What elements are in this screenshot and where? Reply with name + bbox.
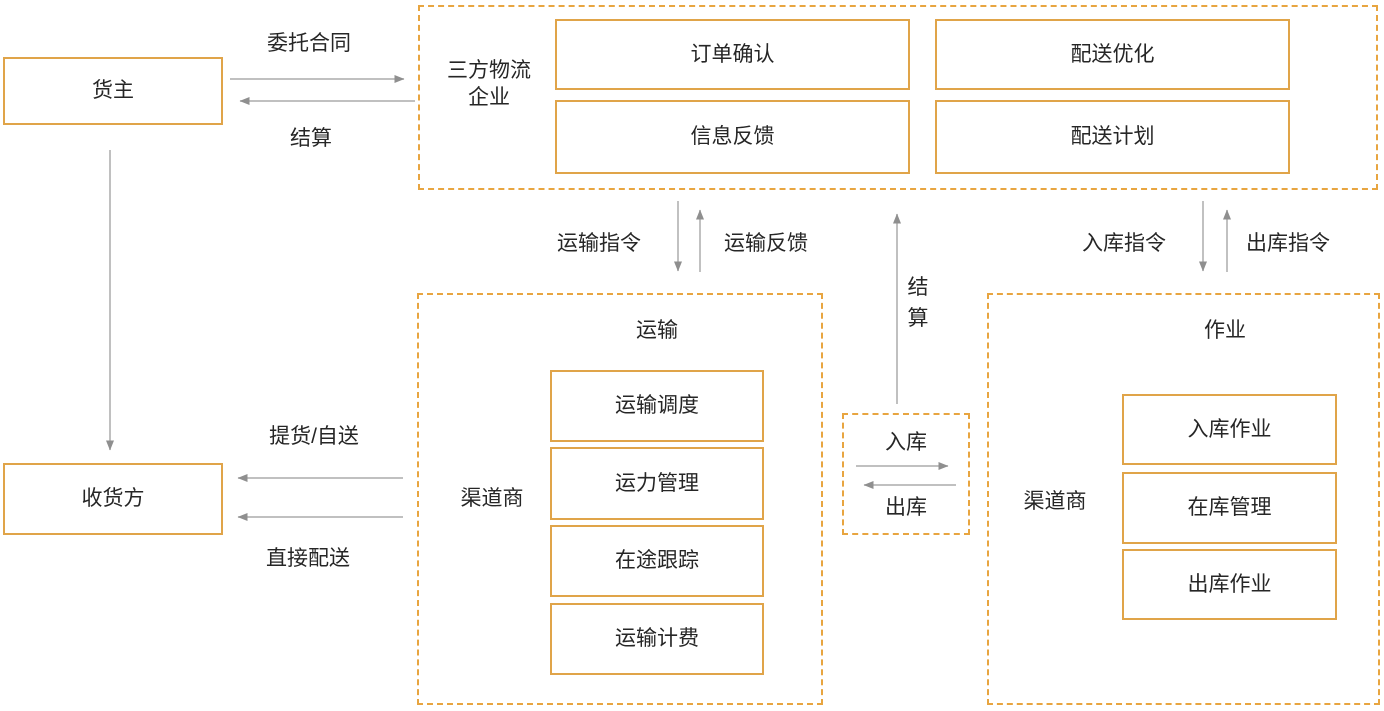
edge-label-direct-delivery: 直接配送 <box>266 547 350 570</box>
container-transport-title: 运输 <box>636 319 678 342</box>
node-shipper: 货主 <box>3 57 223 125</box>
box-capacity-management: 运力管理 <box>550 447 764 520</box>
box-intransit-tracking: 在途跟踪 <box>550 525 764 597</box>
container-warehouse-side-label: 渠道商 <box>1023 490 1087 513</box>
edge-label-settlement: 结算 <box>290 127 332 150</box>
box-transport-dispatch: 运输调度 <box>550 370 764 442</box>
box-instock-management-label: 在库管理 <box>1187 496 1272 520</box>
box-inbound-operation-label: 入库作业 <box>1187 417 1272 441</box>
container-transport: 运输 渠道商 运输调度 运力管理 在途跟踪 运输计费 <box>417 293 823 705</box>
node-consignee-label: 收货方 <box>81 487 145 511</box>
box-order-confirm-label: 订单确认 <box>690 42 775 66</box>
node-consignee: 收货方 <box>3 463 223 535</box>
box-delivery-plan: 配送计划 <box>935 100 1290 174</box>
box-instock-management: 在库管理 <box>1122 472 1337 544</box>
box-transport-billing-label: 运输计费 <box>615 627 699 651</box>
container-3pl-label: 三方物流企业 <box>447 59 531 109</box>
container-transport-side-label: 渠道商 <box>460 487 524 510</box>
edge-label-contract: 委托合同 <box>267 32 351 55</box>
edge-label-transport-order: 运输指令 <box>557 232 641 255</box>
container-io: 入库 出库 <box>842 413 970 535</box>
container-warehouse: 作业 渠道商 入库作业 在库管理 出库作业 <box>987 293 1380 705</box>
box-delivery-optimization: 配送优化 <box>935 19 1290 90</box>
box-order-confirm: 订单确认 <box>555 19 910 90</box>
container-3pl: 三方物流企业 订单确认 信息反馈 配送优化 配送计划 <box>418 5 1378 190</box>
io-outbound-label: 出库 <box>885 496 927 519</box>
edge-label-transport-feedback: 运输反馈 <box>724 232 808 255</box>
edge-label-inbound-order: 入库指令 <box>1082 232 1166 255</box>
box-info-feedback: 信息反馈 <box>555 100 910 174</box>
box-delivery-plan-label: 配送计划 <box>1070 125 1155 149</box>
box-capacity-management-label: 运力管理 <box>615 471 699 495</box>
box-transport-billing: 运输计费 <box>550 603 764 675</box>
box-info-feedback-label: 信息反馈 <box>690 125 775 149</box>
box-delivery-optimization-label: 配送优化 <box>1070 42 1155 66</box>
edge-label-pickup: 提货/自送 <box>269 425 359 448</box>
box-transport-dispatch-label: 运输调度 <box>615 394 699 418</box>
box-outbound-operation-label: 出库作业 <box>1187 572 1272 596</box>
edge-label-settlement-vertical: 结算 <box>907 276 929 330</box>
box-outbound-operation: 出库作业 <box>1122 549 1337 620</box>
node-shipper-label: 货主 <box>92 79 134 103</box>
container-warehouse-title: 作业 <box>1204 319 1246 342</box>
box-inbound-operation: 入库作业 <box>1122 394 1337 465</box>
edge-label-outbound-order: 出库指令 <box>1246 232 1330 255</box>
io-inbound-label: 入库 <box>885 431 927 454</box>
box-intransit-tracking-label: 在途跟踪 <box>615 549 699 573</box>
